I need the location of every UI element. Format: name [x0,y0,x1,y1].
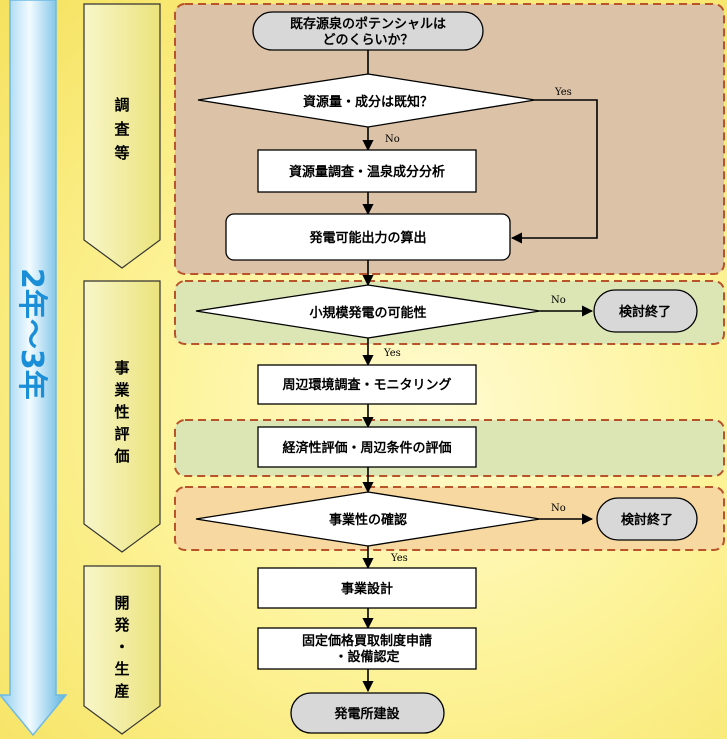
phase-chevron-development [83,565,161,735]
node-label-start: 既存源泉のポテンシャルはどのくらいか？ [290,16,446,48]
phase-label-2: 事業性評価 [113,359,130,465]
duration-label: 2年〜3年 [14,268,49,400]
connectors [362,50,598,693]
end-review-1 [593,289,698,333]
duration-arrow [0,0,68,737]
edge-label-small-no: No [551,295,566,306]
economic-eval-box [257,426,477,468]
node-label-line: 固定価格買取制度申請 [302,633,432,649]
node-label-end-review-1: 検討終了 [619,304,671,320]
phase-chevron-survey [83,3,161,269]
application-box [257,627,477,670]
node-label-calc-output: 発電可能出力の算出 [308,230,426,246]
node-label-line: 既存源泉のポテンシャルは [290,16,446,32]
region-survey [174,3,725,275]
node-label-decision-business: 事業性の確認 [329,512,407,528]
decision-known [197,73,536,128]
node-label-line: 発電所建設 [333,706,400,722]
node-label-decision-known: 資源量・成分は既知？ [303,94,433,110]
node-label-line: 検討終了 [621,512,673,528]
phase-label-char: 調 [114,96,129,114]
phase-label-1: 調査等 [114,96,130,162]
phase-label-3: 開発・生産 [113,594,130,700]
phase-label-char: 価 [113,447,129,465]
construction-terminal [290,692,445,734]
node-labels: 既存源泉のポテンシャルはどのくらいか？ 資源量・成分は既知？ 資源量調査・温泉成分分… [282,16,673,722]
decision-small-power [195,284,541,339]
node-label-line: ・設備認定 [334,649,399,665]
node-label-line: どのくらいか？ [322,33,413,48]
phase-label-char: 評 [114,425,129,443]
node-label-survey: 資源量調査・温泉成分分析 [289,164,445,180]
phase-label-char: 生 [114,660,129,678]
node-label-line: 事業性の確認 [329,512,407,528]
node-label-design: 事業設計 [341,581,393,597]
node-label-line: 資源量調査・温泉成分分析 [289,164,445,180]
node-label-env-survey: 周辺環境調査・モニタリング [282,377,451,393]
edge-label-known-no: No [385,134,400,145]
survey-box [257,149,477,193]
phase-label-char: 事 [114,359,129,377]
phase-chevron-business [83,280,161,553]
env-survey-box [257,364,477,405]
phase-label-char: 発 [113,616,130,634]
edge-label-business-no: No [551,503,566,514]
node-label-line: 周辺環境調査・モニタリング [282,377,451,393]
phase-label-char: 等 [114,144,129,162]
phase-label-char: 業 [113,381,130,399]
node-label-line: 発電可能出力の算出 [308,230,426,246]
phase-label-char: 産 [114,682,129,700]
phase-label-char: 性 [114,403,129,421]
node-label-decision-small: 小規模発電の可能性 [309,305,426,321]
node-label-application: 固定価格買取制度申請・設備認定 [302,633,432,665]
edge-label-known-yes: Yes [554,87,572,98]
node-label-end-review-2: 検討終了 [621,512,673,528]
phase-label-char: ・ [114,638,129,656]
node-label-economic-eval: 経済性評価・周辺条件の評価 [282,440,451,456]
node-label-line: 資源量・成分は既知？ [303,94,433,110]
edge-label-small-yes: Yes [383,348,401,359]
decision-business [195,491,541,547]
node-label-line: 小規模発電の可能性 [309,305,426,321]
node-label-line: 事業設計 [341,581,393,597]
end-review-2 [596,497,698,541]
node-label-line: 経済性評価・周辺条件の評価 [282,440,451,456]
start-terminal [252,11,484,51]
design-box [257,567,477,609]
phase-label-char: 開 [114,594,129,612]
node-label-line: 検討終了 [619,304,671,320]
phase-label-char: 査 [114,120,130,138]
edge-label-business-yes: Yes [390,553,408,564]
node-label-construction: 発電所建設 [333,706,400,722]
calc-output-box [225,213,511,261]
